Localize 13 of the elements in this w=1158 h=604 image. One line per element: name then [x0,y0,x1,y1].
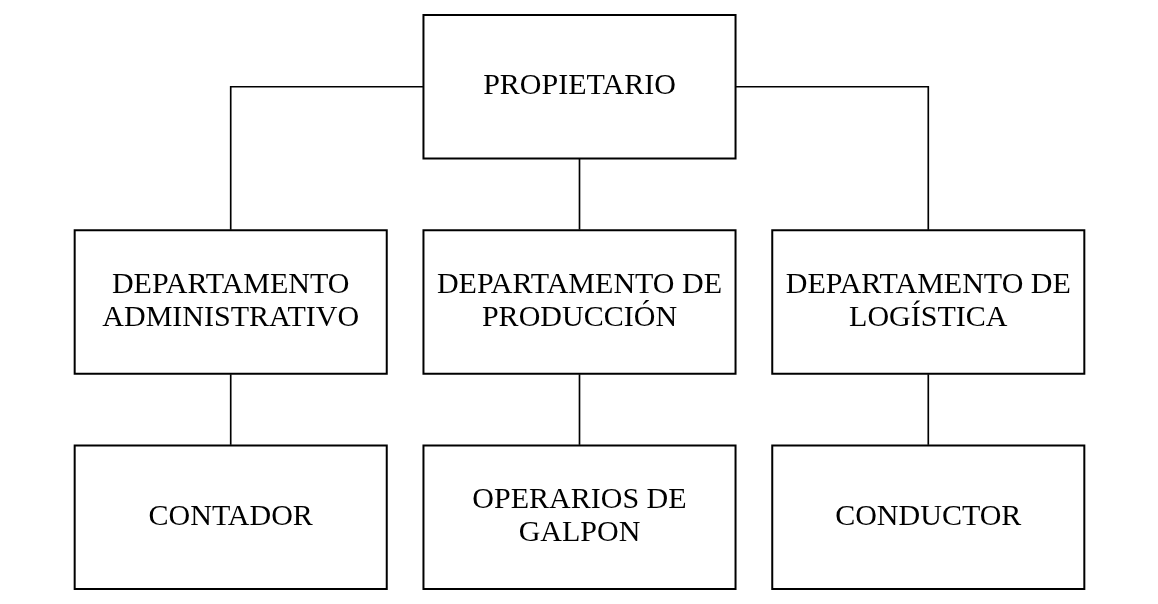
node-box: CONTADOR [73,444,388,591]
connector [926,373,929,446]
connector [229,85,424,231]
node-box: CONDUCTOR [770,444,1085,591]
node-box: OPERARIOS DE GALPON [421,444,737,591]
node-box: DEPARTAMENTO DE LOGÍSTICA [770,229,1085,375]
connector [578,373,580,446]
node-box: DEPARTAMENTO ADMINISTRATIVO [73,229,388,375]
node-box: DEPARTAMENTO DE PRODUCCIÓN [421,229,737,375]
connector [734,85,929,231]
connector [578,158,580,231]
node-box: PROPIETARIO [421,13,737,160]
connector [229,373,232,446]
